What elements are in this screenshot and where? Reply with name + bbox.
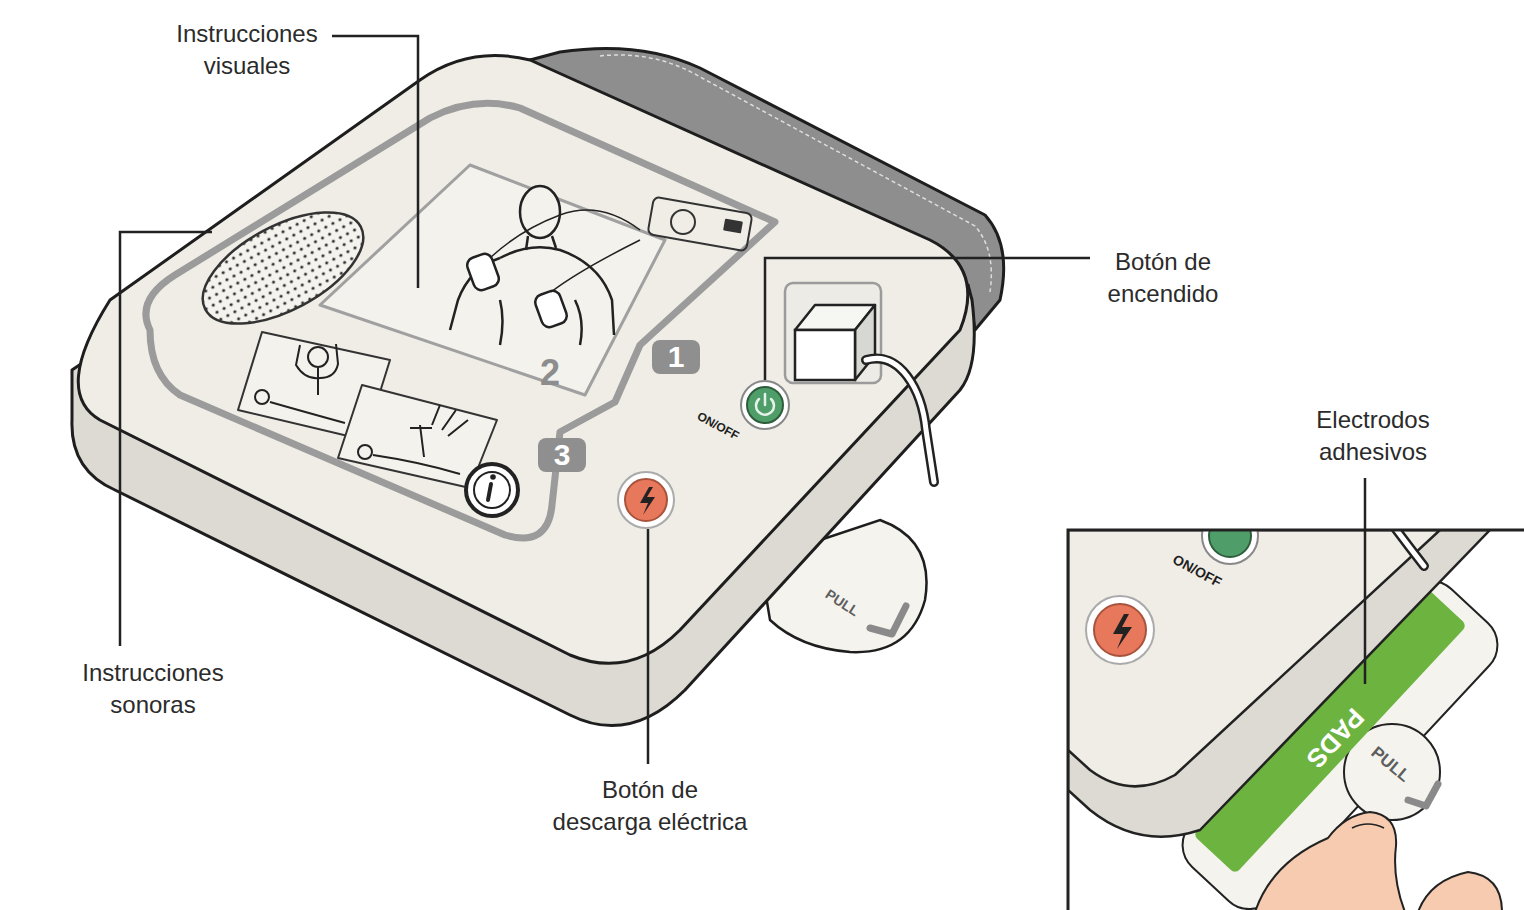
label-slot: PULL bbox=[1366, 742, 1415, 788]
info-button bbox=[474, 472, 510, 508]
pictogram-figure bbox=[296, 344, 338, 395]
callout-label: Botón de encendido bbox=[1088, 246, 1238, 311]
pictogram-spark bbox=[432, 405, 468, 436]
info-symbol bbox=[488, 484, 491, 500]
finger bbox=[1255, 812, 1405, 910]
callout-label: Electrodos adhesivos bbox=[1298, 404, 1448, 469]
figure-pad bbox=[465, 252, 501, 293]
label-slot: ON/OFF bbox=[1169, 550, 1225, 592]
inset-frame bbox=[1068, 530, 1524, 910]
figure-wire bbox=[490, 210, 640, 292]
power-button bbox=[747, 387, 783, 423]
leader-line bbox=[647, 529, 650, 764]
shock-button bbox=[1086, 596, 1154, 664]
step-number: 3 bbox=[554, 435, 571, 476]
pad-cable bbox=[866, 358, 934, 482]
label-slot: ON/OFF bbox=[694, 408, 742, 444]
step-number: 1 bbox=[668, 337, 685, 378]
pull-chevron bbox=[1408, 784, 1438, 806]
panel-outline bbox=[146, 103, 775, 538]
shock-button bbox=[625, 479, 667, 521]
pictogram-figure bbox=[270, 402, 345, 423]
battery-icon bbox=[723, 219, 743, 234]
housing-top bbox=[78, 56, 968, 664]
figure-pad bbox=[533, 289, 569, 330]
label-slot: Instrucciones sonoras bbox=[63, 657, 243, 722]
label-slot: PULL bbox=[822, 585, 863, 621]
power-button bbox=[1202, 530, 1258, 564]
finger bbox=[1418, 872, 1502, 910]
callout-label: Instrucciones sonoras bbox=[63, 657, 243, 722]
step-number: 2 bbox=[540, 349, 560, 398]
figure-head bbox=[520, 186, 560, 238]
label-slot: 3 bbox=[554, 435, 571, 476]
connector-plug bbox=[855, 305, 875, 380]
label-slot: PADS bbox=[1298, 700, 1372, 775]
label-slot: Botón de encendido bbox=[1088, 246, 1238, 311]
button-label: ON/OFF bbox=[1169, 550, 1225, 592]
leader-line bbox=[1364, 478, 1367, 684]
status-window bbox=[647, 197, 752, 252]
inset-view bbox=[1068, 530, 1510, 910]
leader-line bbox=[332, 36, 418, 288]
tape-label: PADS bbox=[1298, 700, 1372, 775]
pull-chevron bbox=[870, 606, 906, 634]
connector-plug bbox=[795, 330, 855, 380]
label-slot: 1 bbox=[668, 337, 685, 378]
speaker-grille bbox=[186, 190, 381, 347]
figure-shoulder bbox=[500, 247, 614, 335]
info-symbol bbox=[490, 474, 496, 480]
shock-button bbox=[618, 472, 674, 528]
power-button bbox=[741, 381, 789, 429]
tab-label: PULL bbox=[822, 585, 863, 621]
housing-side bbox=[1068, 530, 1490, 837]
label-slot: Electrodos adhesivos bbox=[1298, 404, 1448, 469]
pictogram-figure bbox=[358, 445, 372, 459]
leader-line bbox=[120, 232, 212, 646]
pictogram-figure bbox=[308, 347, 328, 367]
status-light bbox=[671, 210, 695, 234]
fingernail bbox=[1352, 824, 1384, 828]
callout-label: Botón de descarga eléctrica bbox=[551, 774, 749, 839]
pad-cable bbox=[866, 358, 934, 482]
pad-cable bbox=[1395, 530, 1424, 566]
shock-symbol bbox=[640, 487, 655, 515]
label-slot: Botón de descarga eléctrica bbox=[551, 774, 749, 839]
power-button bbox=[1209, 530, 1251, 557]
info-button bbox=[466, 464, 518, 516]
label-slot: Instrucciones visuales bbox=[157, 18, 337, 83]
socket-recess bbox=[785, 283, 881, 383]
power-symbol bbox=[756, 394, 774, 415]
leader-line bbox=[765, 258, 1090, 380]
pictogram-figure bbox=[255, 390, 269, 404]
tab-label: PULL bbox=[1366, 742, 1415, 788]
callout-label: Instrucciones visuales bbox=[157, 18, 337, 83]
shock-symbol bbox=[1113, 614, 1132, 649]
shock-button bbox=[1094, 604, 1146, 656]
pad-cable bbox=[1395, 530, 1424, 566]
button-label: ON/OFF bbox=[694, 408, 742, 444]
pictogram-figure bbox=[373, 425, 460, 474]
label-slot: 2 bbox=[540, 349, 560, 398]
